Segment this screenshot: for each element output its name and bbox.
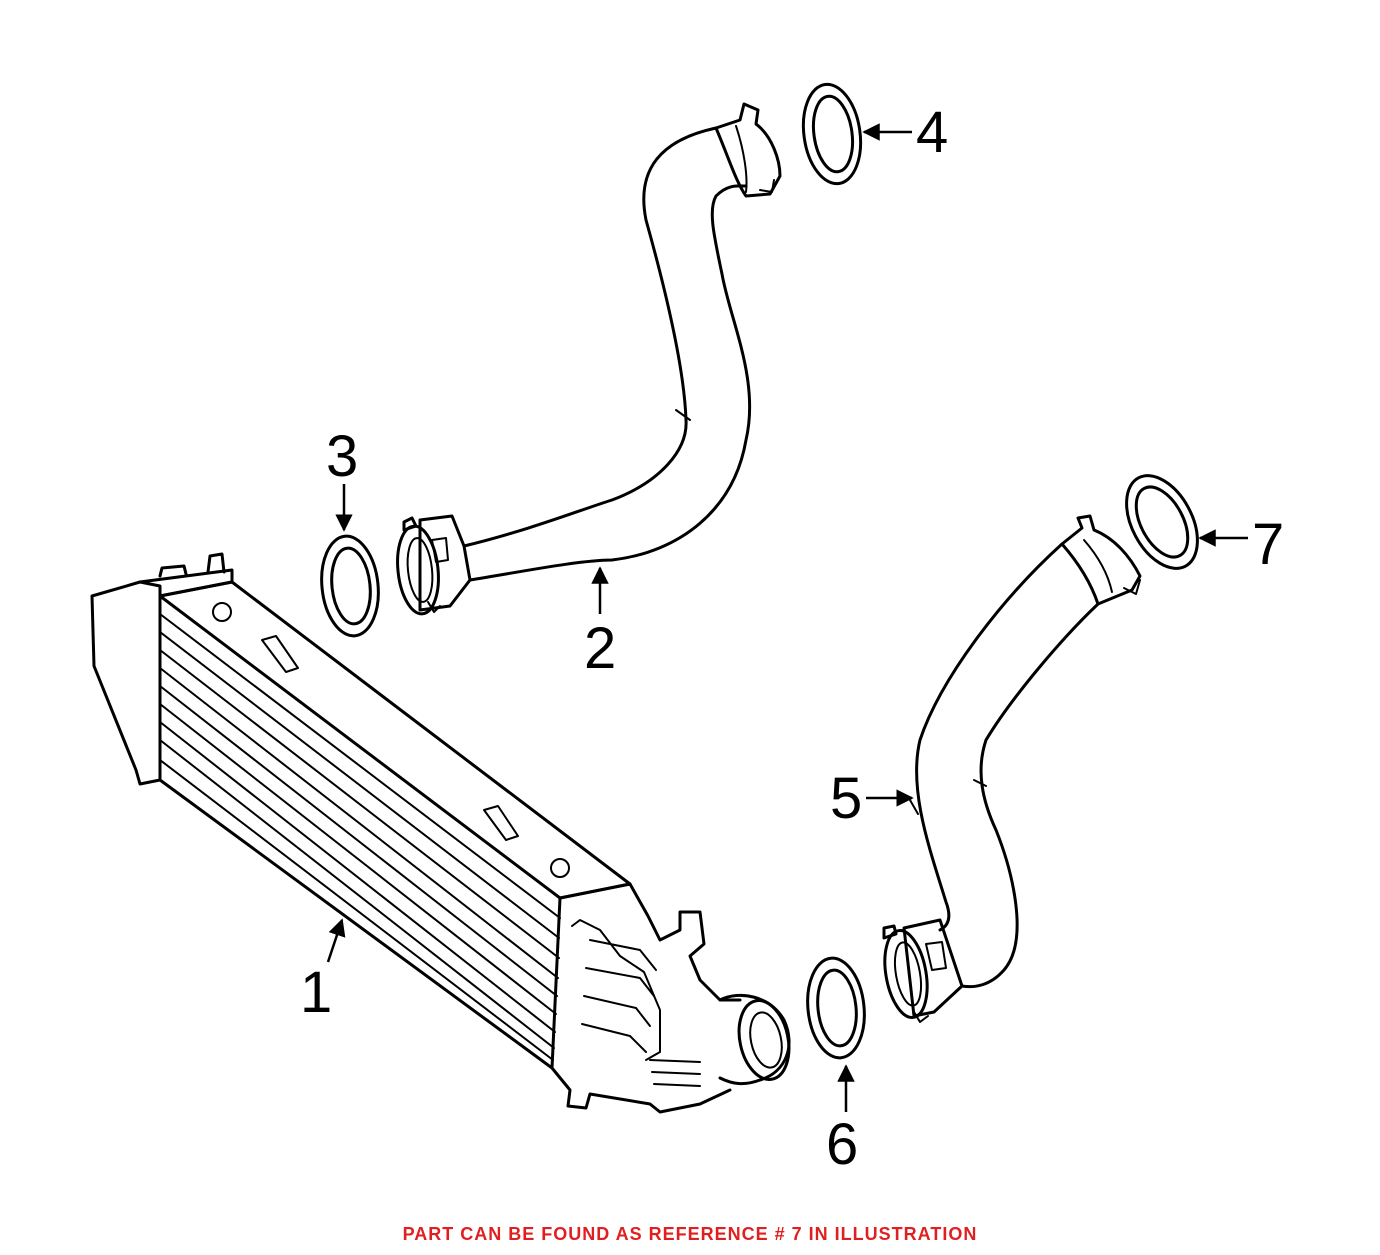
charge-air-hose-upper [396, 102, 782, 616]
o-ring-6 [806, 956, 866, 1060]
o-ring-7 [1125, 474, 1199, 570]
o-ring-4 [801, 82, 863, 186]
callout-5: 5 [830, 766, 862, 831]
o-ring-3 [320, 534, 380, 638]
callout-2: 2 [584, 616, 616, 681]
callout-7: 7 [1252, 512, 1284, 577]
footer-note: PART CAN BE FOUND AS REFERENCE # 7 IN IL… [402, 1224, 978, 1244]
callout-3: 3 [326, 424, 358, 489]
callout-6: 6 [826, 1112, 858, 1177]
callout-1: 1 [300, 960, 332, 1025]
callout-4: 4 [916, 100, 948, 165]
charge-air-hose-lower [882, 514, 1142, 1023]
leader-lines [326, 123, 1248, 1112]
core-fins [159, 613, 561, 1061]
intercooler [90, 552, 791, 1114]
